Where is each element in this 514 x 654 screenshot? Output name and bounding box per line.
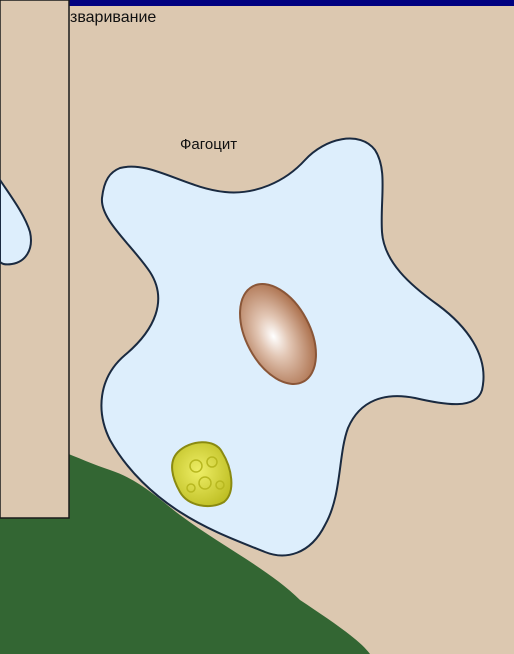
slide-heading-fragment: зваривание [70, 9, 156, 27]
phagocyte-label: Фагоцит [180, 136, 237, 153]
left-overlay-panel [0, 0, 70, 519]
slide-top-bar [0, 0, 514, 6]
